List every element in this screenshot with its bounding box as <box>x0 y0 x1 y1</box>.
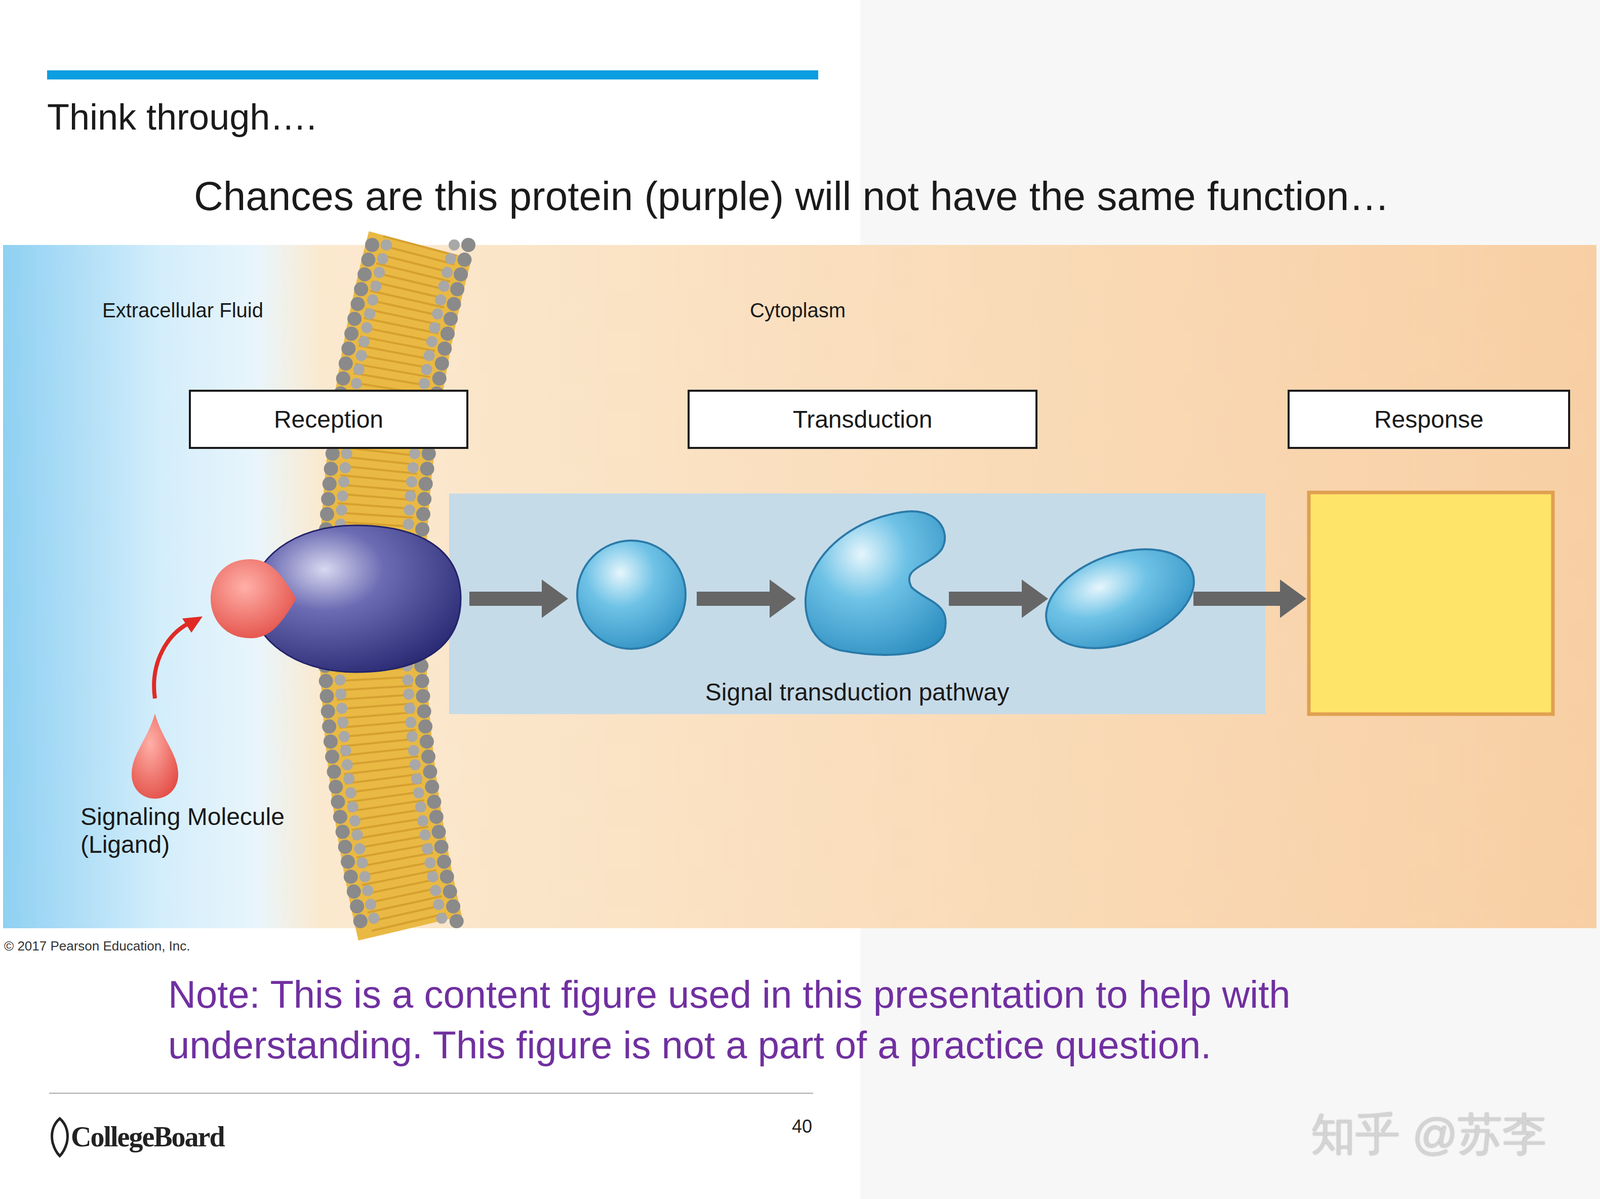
binding-arrowhead <box>182 616 203 633</box>
node-text: Response <box>1374 405 1484 434</box>
slide-title: Think through…. <box>47 96 317 139</box>
response-square <box>1308 492 1553 715</box>
copyright: © 2017 Pearson Education, Inc. <box>4 939 191 955</box>
watermark: 知乎 @苏李 <box>1310 1108 1547 1160</box>
ligand-label: Signaling Molecule (Ligand) <box>80 803 319 859</box>
stage-box: Reception <box>188 389 469 450</box>
node-text: Signal transduction pathway <box>705 678 1010 707</box>
note-caption: Note: This is a content figure used in t… <box>168 969 1546 1072</box>
stage-box: Response <box>1287 389 1571 450</box>
ligand-drop <box>131 713 179 799</box>
figure-panel <box>3 245 1597 929</box>
stage-box: Transduction <box>687 389 1038 450</box>
top-bar <box>47 70 819 80</box>
logo-text: CollegeBoard <box>70 1121 225 1154</box>
binding-arrow <box>153 621 193 699</box>
bound-ligand <box>210 559 297 639</box>
subtitle: Chances are this protein (purple) will n… <box>193 173 1390 220</box>
pathway-band: Signal transduction pathway <box>449 493 1266 715</box>
node-text: Transduction <box>792 405 933 434</box>
region-label: Extracellular Fluid <box>102 298 264 323</box>
relay-protein-2 <box>805 511 946 656</box>
acorn-logo <box>52 1118 68 1157</box>
relay-protein-3 <box>1032 530 1208 667</box>
relay-protein-1 <box>577 540 686 650</box>
region-label: Cytoplasm <box>749 298 846 323</box>
node-text: Reception <box>273 405 384 434</box>
pathway-band <box>449 493 1266 715</box>
page-number: 40 <box>791 1116 813 1138</box>
divider-line <box>49 1093 814 1095</box>
